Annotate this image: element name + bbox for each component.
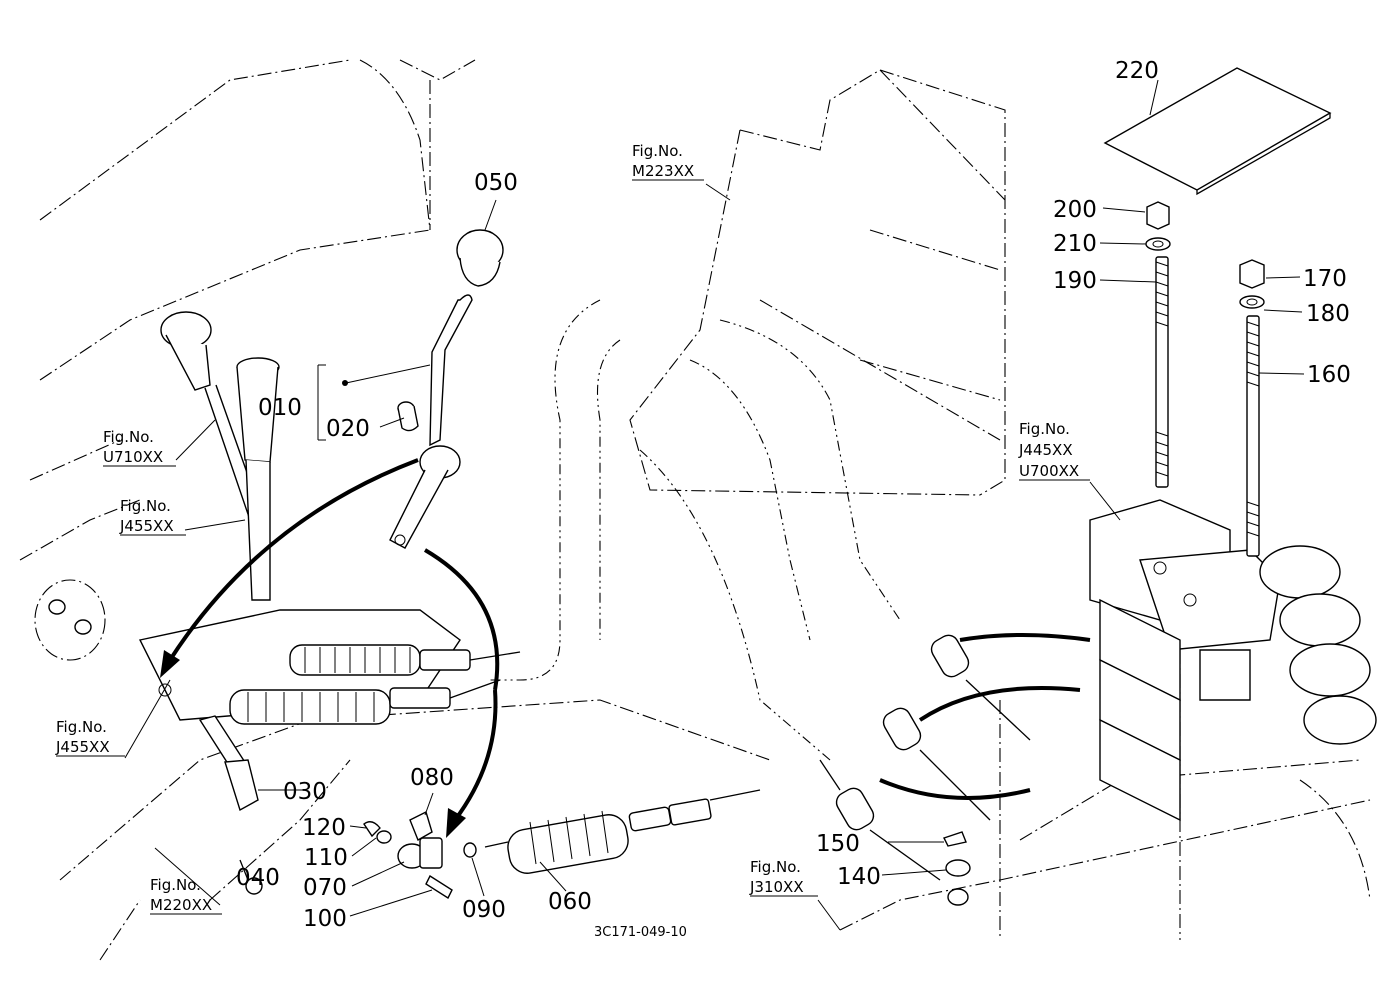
cable-060-assembly: [363, 789, 761, 900]
svg-text:J310XX: J310XX: [749, 878, 804, 896]
drawing-code: 3C171-049-10: [594, 925, 687, 940]
bellows-lower: [229, 679, 501, 725]
part-label-070: 070: [303, 875, 347, 901]
svg-text:Fig.No.: Fig.No.: [750, 858, 801, 876]
part-label-160: 160: [1307, 362, 1351, 388]
part-label-110: 110: [304, 845, 348, 871]
part-label-210: 210: [1053, 231, 1097, 257]
bellows-upper: [289, 644, 521, 676]
fig-ref-m223: Fig.No. M223XX: [632, 142, 704, 181]
phantom-outlines: [19, 59, 1371, 961]
studs-and-sheet: [1103, 67, 1332, 557]
part-number-labels: 220 200 210 190 170 180 160 050 010 020 …: [236, 58, 1351, 932]
svg-text:U700XX: U700XX: [1019, 462, 1079, 480]
figure-references: Fig.No. U710XX Fig.No. J455XX Fig.No. J4…: [55, 142, 1090, 915]
lever-assembly: [34, 229, 521, 895]
part-label-100: 100: [303, 906, 347, 932]
part-label-030: 030: [283, 779, 327, 805]
part-label-120: 120: [302, 815, 346, 841]
svg-text:Fig.No.: Fig.No.: [150, 876, 201, 894]
part-label-040: 040: [236, 865, 280, 891]
part-label-190: 190: [1053, 268, 1097, 294]
svg-text:Fig.No.: Fig.No.: [120, 497, 171, 515]
part-label-090: 090: [462, 897, 506, 923]
fig-ref-m220: Fig.No. M220XX: [150, 876, 222, 915]
valve-assembly: [819, 499, 1377, 906]
fig-ref-j455-lower: Fig.No. J455XX: [55, 718, 125, 757]
fig-ref-j445-u700: Fig.No. J445XX U700XX: [1018, 420, 1090, 481]
svg-text:Fig.No.: Fig.No.: [56, 718, 107, 736]
part-label-170: 170: [1303, 266, 1347, 292]
svg-text:U710XX: U710XX: [103, 448, 163, 466]
part-label-220: 220: [1115, 58, 1159, 84]
svg-text:J455XX: J455XX: [55, 738, 110, 756]
leader-lines: [124, 79, 1305, 931]
svg-text:Fig.No.: Fig.No.: [1019, 420, 1070, 438]
part-label-180: 180: [1306, 301, 1350, 327]
svg-text:M223XX: M223XX: [632, 162, 694, 180]
fig-ref-j455-upper: Fig.No. J455XX: [119, 497, 186, 536]
part-label-080: 080: [410, 765, 454, 791]
part-label-010: 010: [258, 395, 302, 421]
svg-text:J455XX: J455XX: [119, 517, 174, 535]
svg-text:M220XX: M220XX: [150, 896, 212, 914]
part-label-060: 060: [548, 889, 592, 915]
svg-text:Fig.No.: Fig.No.: [632, 142, 683, 160]
svg-text:Fig.No.: Fig.No.: [103, 428, 154, 446]
part-label-200: 200: [1053, 197, 1097, 223]
part-label-150: 150: [816, 831, 860, 857]
fig-ref-u710: Fig.No. U710XX: [103, 428, 176, 467]
part-label-140: 140: [837, 864, 881, 890]
part-label-050: 050: [474, 170, 518, 196]
svg-text:J445XX: J445XX: [1018, 441, 1073, 459]
fig-ref-j310: Fig.No. J310XX: [749, 858, 818, 897]
part-label-020: 020: [326, 416, 370, 442]
